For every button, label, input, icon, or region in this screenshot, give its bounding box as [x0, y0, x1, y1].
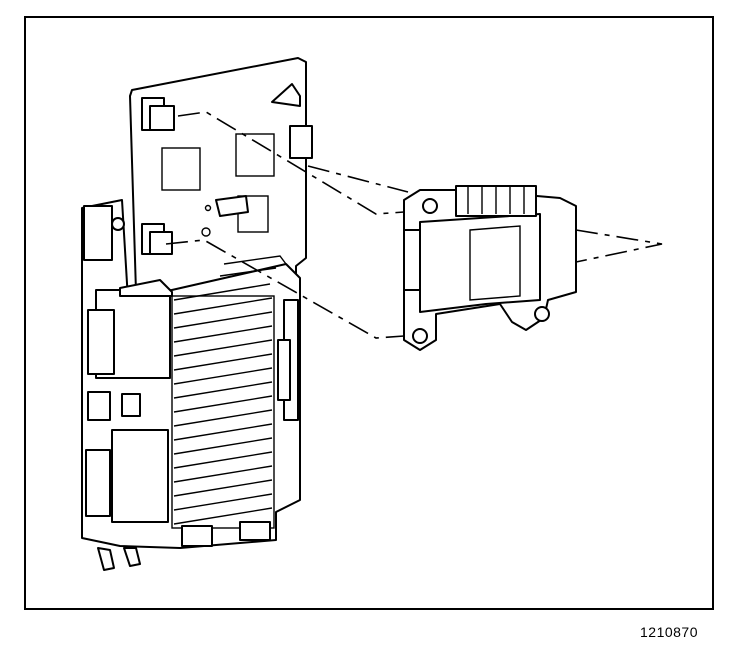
figure-id-label: 1210870: [640, 624, 699, 640]
control-module: [81, 199, 301, 571]
heat-sink-fins: [171, 255, 287, 529]
diagram-frame: [24, 16, 714, 610]
mounting-bracket: [129, 57, 313, 301]
sensor-module: [403, 185, 577, 351]
alignment-lines: [165, 111, 663, 339]
